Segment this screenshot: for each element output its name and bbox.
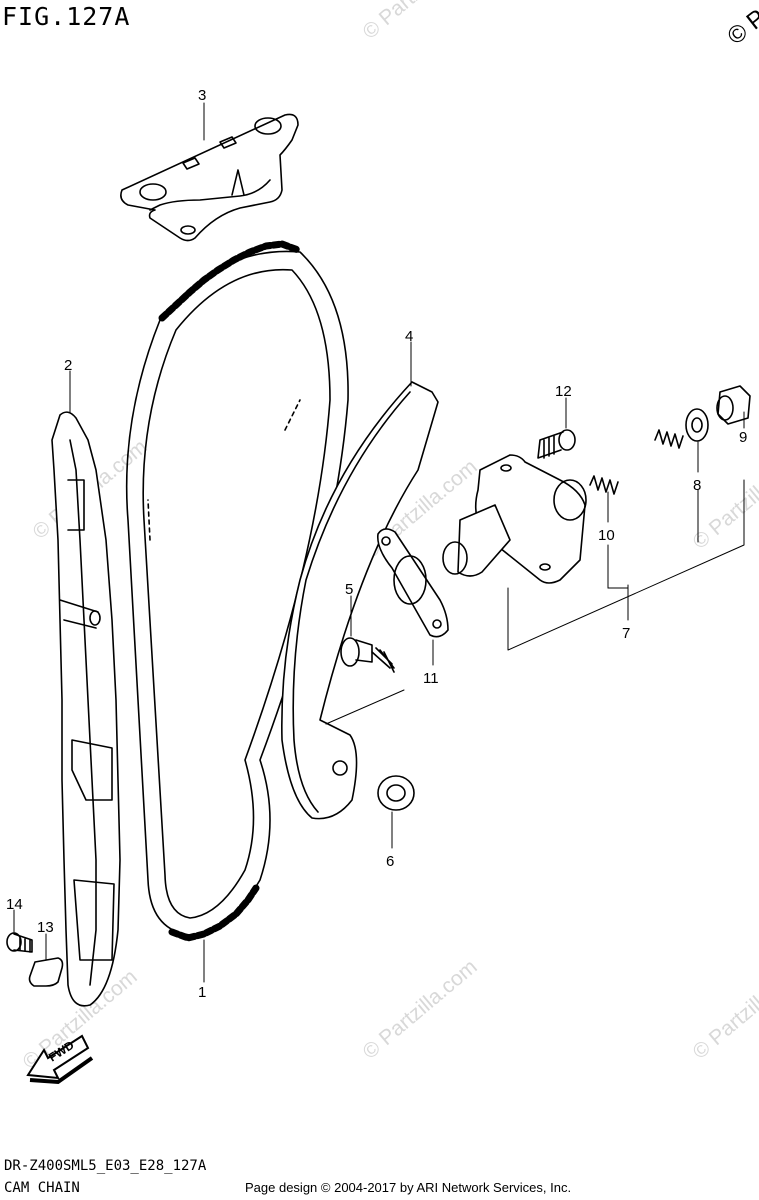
callout-5: 5: [345, 581, 353, 598]
callout-4: 4: [405, 328, 413, 345]
section-name: CAM CHAIN: [4, 1180, 80, 1196]
callout-7: 7: [622, 625, 630, 642]
leader-lines: [13, 102, 745, 983]
callout-13: 13: [37, 919, 54, 936]
callout-8: 8: [693, 477, 701, 494]
watermark: © Partzilla.com: [688, 955, 759, 1064]
watermark: © Partzilla.com: [358, 0, 481, 44]
model-code: DR-Z400SML5_E03_E28_127A: [4, 1158, 207, 1174]
part-6-washer: [377, 775, 415, 811]
part-3-upper-chain-guide: [120, 113, 299, 242]
part-12-bolt: [537, 429, 576, 459]
callout-9: 9: [739, 429, 747, 446]
page-credit: Page design © 2004-2017 by ARI Network S…: [245, 1180, 572, 1195]
callout-11: 11: [423, 670, 439, 687]
callout-12: 12: [555, 383, 572, 400]
part-10-spring: [589, 429, 684, 495]
callout-1: 1: [198, 984, 206, 1001]
part-13-washer: [28, 957, 64, 987]
callout-6: 6: [386, 853, 394, 870]
callout-numbers: 3 2 4 12 9 8 10 5 7 11 6 14 13 1: [6, 87, 747, 1001]
watermark: © Partzilla.com: [688, 445, 759, 554]
part-2-rear-chain-guide: [51, 411, 121, 1007]
part-5-bolt: [340, 637, 395, 673]
figure-title: FIG.127A: [2, 2, 131, 31]
watermark: © Partzilla.com: [358, 955, 481, 1064]
part-11-gasket: [376, 528, 449, 638]
callout-10: 10: [598, 527, 615, 544]
part-1-cam-chain: [125, 240, 349, 942]
part-9-cap-bolt: [716, 385, 751, 425]
callout-2: 2: [64, 357, 72, 374]
callout-14: 14: [6, 896, 23, 913]
part-7-tensioner-assembly: [442, 454, 587, 584]
callout-3: 3: [198, 87, 206, 104]
part-8-washer: [685, 408, 709, 442]
part-14-bolt: [6, 932, 33, 953]
